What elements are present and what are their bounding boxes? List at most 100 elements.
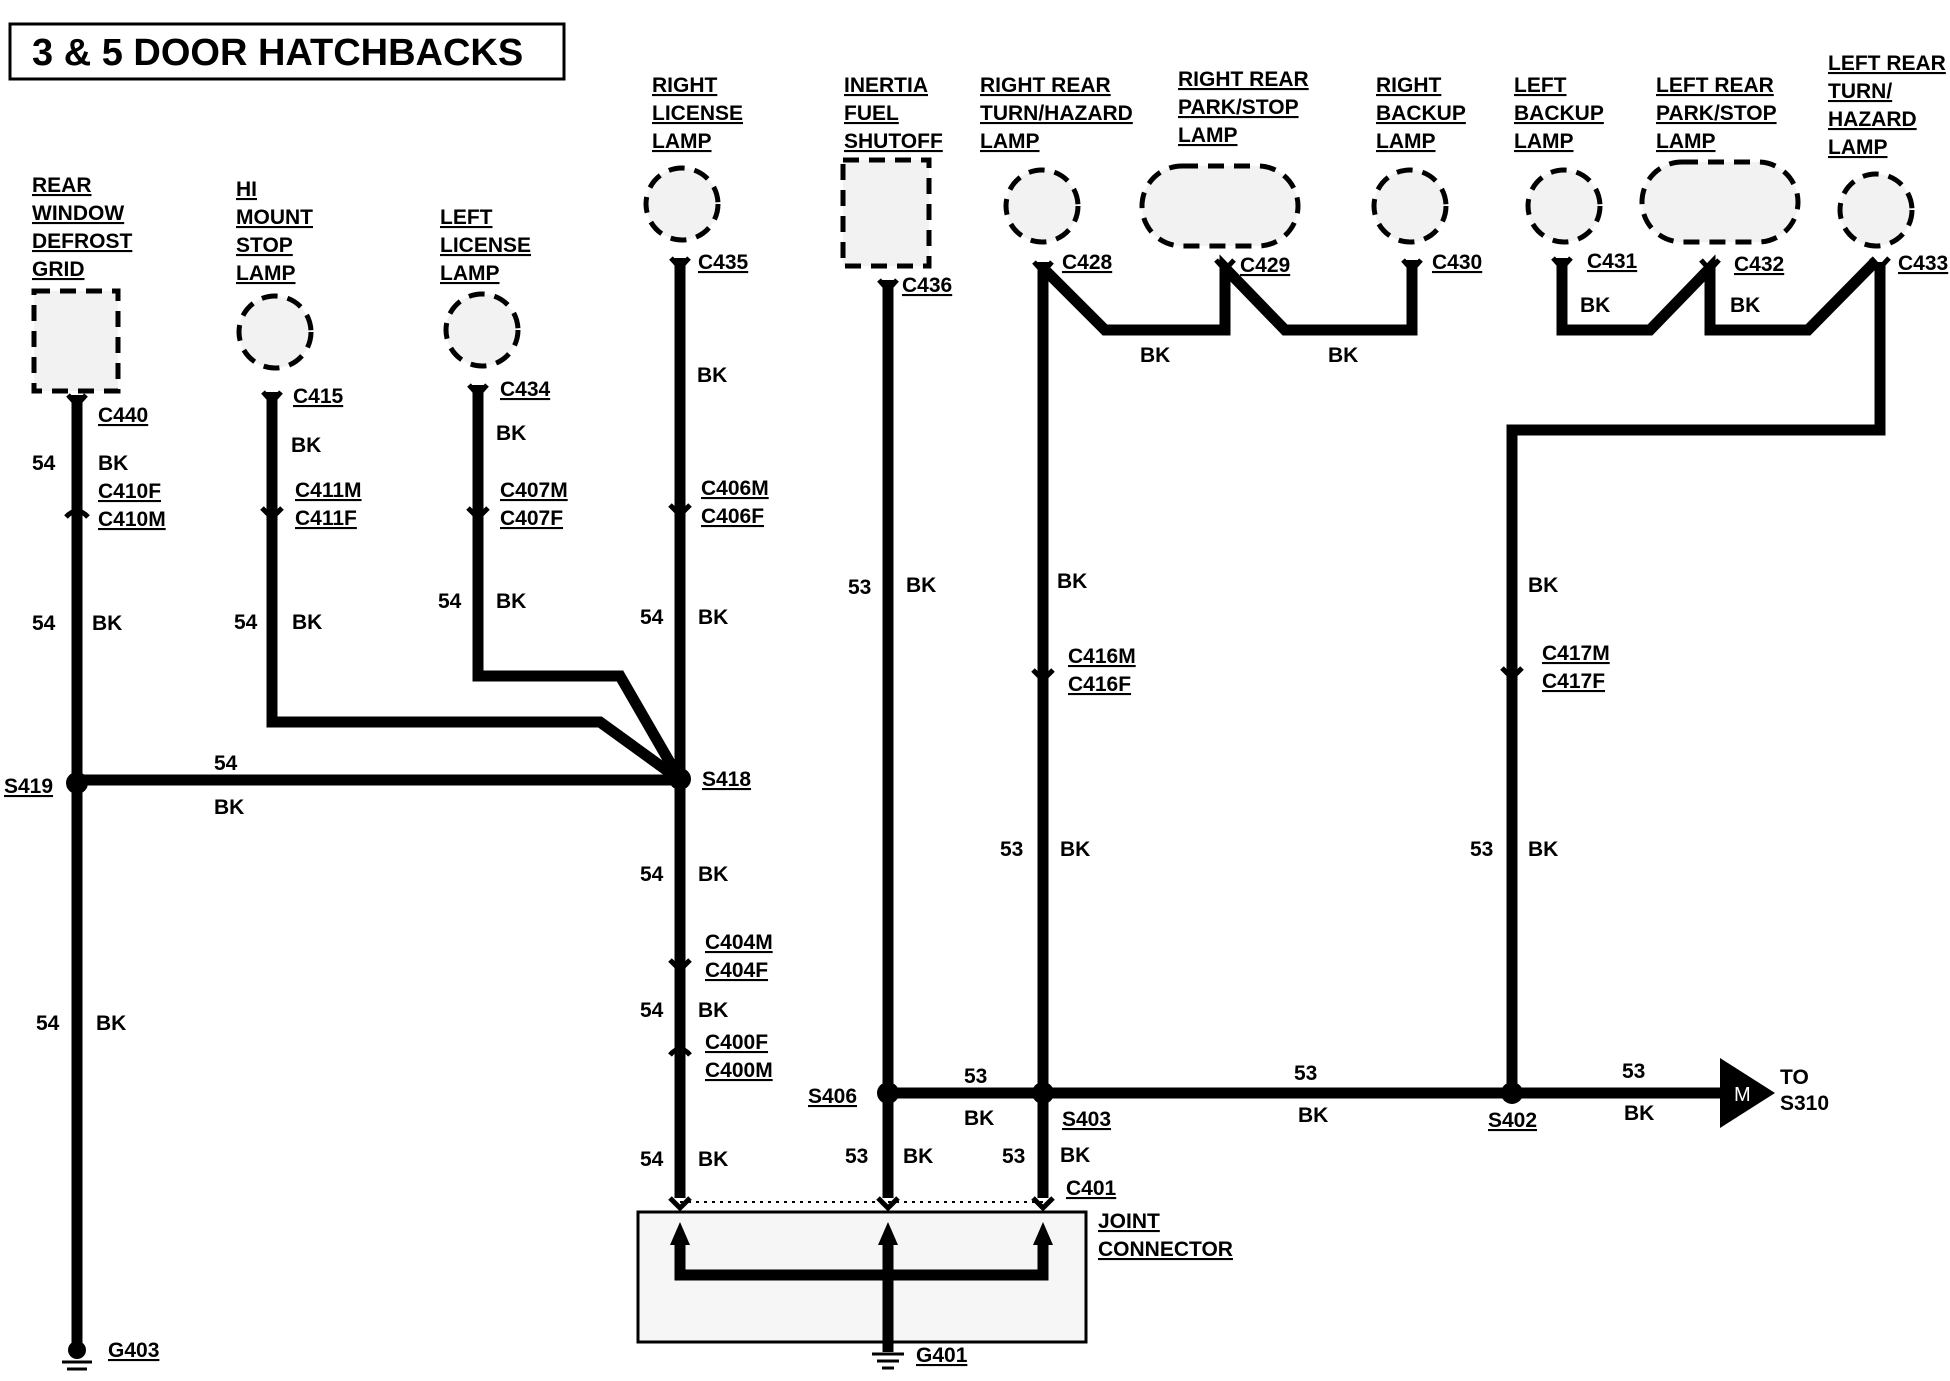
label-right-license: LAMP: [652, 130, 712, 153]
diagram-title: 3 & 5 DOOR HATCHBACKS: [32, 32, 523, 74]
wire-color: BK: [906, 574, 936, 597]
wire-color: BK: [1057, 570, 1087, 593]
wire-color: BK: [1528, 838, 1558, 861]
wire-circuit: 53: [848, 576, 871, 599]
label-inertia-fuel: INERTIA: [844, 74, 928, 97]
components: [31, 157, 1915, 394]
connector-c434: C434: [500, 378, 551, 401]
label-inertia-fuel: SHUTOFF: [844, 130, 943, 153]
splice-label-s403: S403: [1062, 1108, 1111, 1131]
left-license-lamp: [443, 291, 521, 369]
connector-c406f: C406F: [701, 505, 764, 528]
connector-c415: C415: [293, 385, 344, 408]
wire-color: BK: [496, 590, 526, 613]
right-rear-turn-hazard-lamp: [1003, 167, 1081, 245]
destination-to: TO: [1780, 1066, 1809, 1089]
wire-circuit: 53: [1622, 1060, 1645, 1083]
splice-label-s418: S418: [702, 768, 751, 791]
wire-color: BK: [1298, 1104, 1328, 1127]
connector-c410f: C410F: [98, 480, 161, 503]
label-right-rear-park: RIGHT REAR: [1178, 68, 1309, 91]
wire-color: BK: [1730, 294, 1760, 317]
label-hi-mount-stop: STOP: [236, 234, 293, 257]
right-rear-park-stop-lamp: [1139, 163, 1301, 249]
wire-circuit: 53: [964, 1065, 987, 1088]
connector-c416f: C416F: [1068, 673, 1131, 696]
wire-color: BK: [964, 1107, 994, 1130]
label-left-rear-turn: TURN/: [1828, 80, 1892, 103]
rear-window-defrost-grid: [31, 288, 121, 394]
connector-c433: C433: [1898, 252, 1948, 275]
wire-color: BK: [98, 452, 128, 475]
label-left-license: LAMP: [440, 262, 500, 285]
joint-bus: [674, 1240, 1049, 1281]
inertia-fuel-shutoff: [840, 157, 932, 269]
connector-c400m: C400M: [705, 1059, 773, 1082]
wire-color: BK: [698, 606, 728, 629]
label-left-backup: LEFT: [1514, 74, 1567, 97]
arrow-marker-label: M: [1734, 1084, 1751, 1106]
connector-c440: C440: [98, 404, 148, 427]
label-right-backup: BACKUP: [1376, 102, 1466, 125]
ground-g403: [62, 1341, 92, 1371]
wire-color: BK: [292, 611, 322, 634]
label-left-license: LICENSE: [440, 234, 531, 257]
connector-c407f: C407F: [500, 507, 563, 530]
left-rear-park-stop-lamp: [1639, 159, 1801, 245]
wire-circuit: 54: [640, 863, 664, 886]
wire-circuit: 54: [640, 606, 664, 629]
arrow-to-s310: M: [1720, 1058, 1775, 1128]
label-left-license: LEFT: [440, 206, 493, 229]
label-hi-mount-stop: HI: [236, 178, 257, 201]
connector-c404f: C404F: [705, 959, 768, 982]
wire-color: BK: [698, 1148, 728, 1171]
label-hi-mount-stop: MOUNT: [236, 206, 313, 229]
wire-color: BK: [1580, 294, 1610, 317]
connector-c430: C430: [1432, 251, 1482, 274]
wire-color: BK: [496, 422, 526, 445]
joint-connector: [636, 1201, 1088, 1352]
label-right-rear-turn: LAMP: [980, 130, 1040, 153]
wire-circuit: 53: [845, 1145, 868, 1168]
splice-labels: S419 S418 S406 S403 S402 G403 G401 TO S3…: [4, 768, 1829, 1367]
label-rear-window-defrost: GRID: [32, 258, 85, 281]
wire-left-rear-turn: [1506, 262, 1886, 1093]
connector-c429: C429: [1240, 254, 1290, 277]
wire-labels: 54 BK 54 BK 54 BK 54 BK BK 54 BK BK 54 B…: [32, 294, 1760, 1171]
connector-c431: C431: [1587, 250, 1638, 273]
splice-dots: [66, 768, 1523, 1104]
ground-label-g401: G401: [916, 1344, 968, 1367]
connector-marks: [64, 256, 1891, 1212]
connector-c400f: C400F: [705, 1031, 768, 1054]
destination-s310: S310: [1780, 1092, 1829, 1115]
splice-s403: [1032, 1082, 1054, 1104]
wire-circuit: 54: [234, 611, 258, 634]
connector-labels: C440 C410F C410M C415 C411M C411F C434 C…: [98, 250, 1948, 1200]
wire-circuit: 54: [32, 452, 56, 475]
connector-c411f: C411F: [295, 507, 357, 530]
label-right-backup: LAMP: [1376, 130, 1436, 153]
splice-label-s406: S406: [808, 1085, 857, 1108]
label-left-rear-turn: HAZARD: [1828, 108, 1917, 131]
connector-c435: C435: [698, 251, 749, 274]
connector-c417f: C417F: [1542, 670, 1605, 693]
label-right-rear-turn: RIGHT REAR: [980, 74, 1111, 97]
label-left-rear-park: LEFT REAR: [1656, 74, 1774, 97]
label-rear-window-defrost: DEFROST: [32, 230, 133, 253]
wire-color: BK: [698, 999, 728, 1022]
ground-g401: [872, 1352, 904, 1370]
ground-label-g403: G403: [108, 1339, 159, 1362]
connector-c407m: C407M: [500, 479, 568, 502]
connector-c410m: C410M: [98, 508, 166, 531]
wire-color: BK: [96, 1012, 126, 1035]
wire-circuit: 54: [214, 752, 238, 775]
wire-color: BK: [1328, 344, 1358, 367]
wire-circuit: 54: [438, 590, 462, 613]
splice-s402: [1501, 1082, 1523, 1104]
wire-circuit: 54: [640, 1148, 664, 1171]
label-right-backup: RIGHT: [1376, 74, 1442, 97]
label-rear-window-defrost: REAR: [32, 174, 92, 197]
splice-label-s419: S419: [4, 775, 53, 798]
label-left-rear-turn: LAMP: [1828, 136, 1888, 159]
wire-circuit: 53: [1294, 1062, 1317, 1085]
